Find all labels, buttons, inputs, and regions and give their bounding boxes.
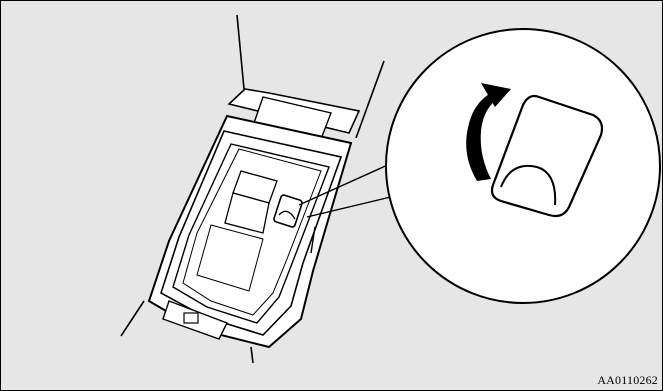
figure-code: AA0110262 <box>597 373 658 388</box>
